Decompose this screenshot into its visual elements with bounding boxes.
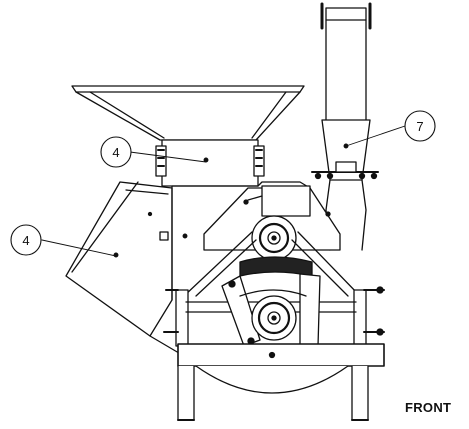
callout-label-3: 7	[416, 119, 423, 134]
callout-bubble-1	[100, 136, 132, 168]
discharge-chute	[311, 2, 379, 251]
side-feed-chute	[65, 181, 188, 357]
base-stand	[177, 343, 385, 421]
leader-line-1	[129, 151, 207, 163]
callout-bubble-2	[10, 224, 42, 256]
callout-bubble-3	[404, 110, 436, 142]
drive-assembly	[221, 273, 321, 347]
view-label: FRONT	[405, 400, 451, 415]
leader-line-3	[345, 125, 406, 147]
main-housing	[171, 181, 341, 301]
frame-structure	[163, 231, 385, 347]
callout-label-1: 4	[112, 145, 119, 160]
callout-label-2: 4	[22, 233, 29, 248]
leader-line-2	[41, 239, 117, 257]
hopper-funnel	[71, 85, 305, 141]
feed-box	[155, 139, 265, 187]
